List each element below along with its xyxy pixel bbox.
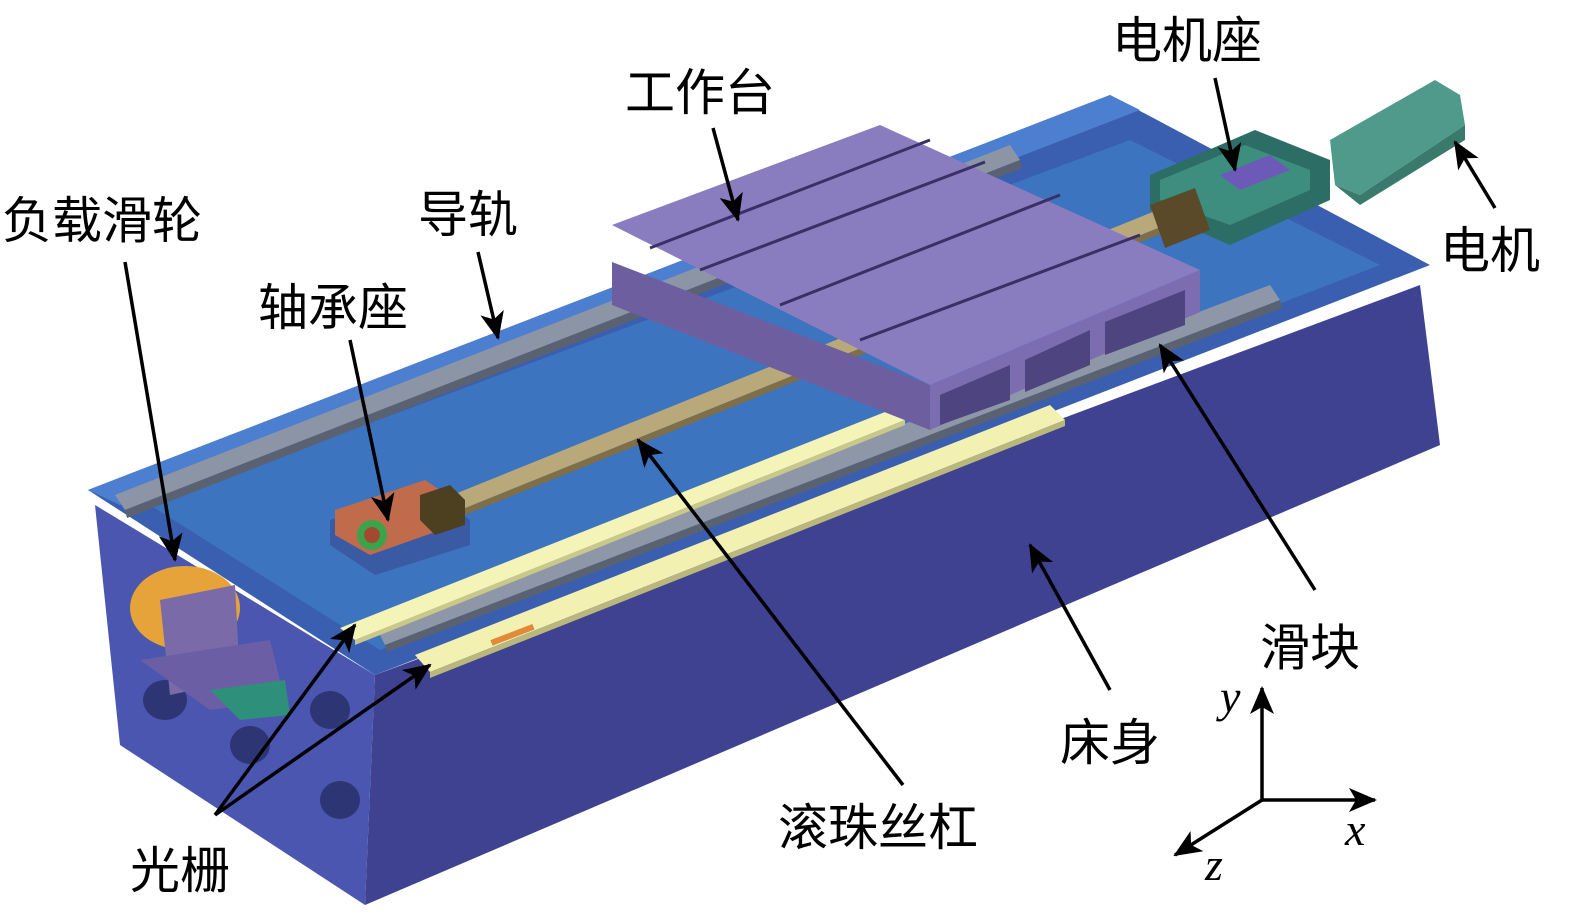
- arrow-motor: [1453, 140, 1497, 209]
- workbench: [612, 125, 1200, 430]
- bed-hole: [320, 781, 360, 819]
- bearing-seat: [330, 480, 470, 575]
- label-bed: 床身: [1060, 714, 1160, 772]
- label-ball-screw: 滚珠丝杠: [778, 799, 978, 857]
- axis-z-label: z: [1204, 839, 1223, 890]
- motor-seat-assembly: [1150, 130, 1330, 248]
- arrow-guide-rail: [476, 251, 504, 340]
- arrow-grating-1: [213, 623, 357, 817]
- label-motor-seat: 电机座: [1112, 12, 1262, 70]
- arrow-motor-seat: [1213, 77, 1242, 172]
- label-bearing-seat: 轴承座: [258, 279, 408, 337]
- arrow-grating-2: [213, 663, 432, 817]
- arrow-bearing-seat: [348, 339, 395, 522]
- arrow-load-pulley: [123, 261, 183, 562]
- grating-scale-lower: [415, 405, 1065, 678]
- label-guide-rail: 导轨: [418, 186, 518, 244]
- bed-hole: [310, 691, 350, 729]
- axis-x-label: x: [1344, 804, 1366, 855]
- grating-scale-upper: [340, 410, 905, 645]
- label-motor: 电机: [1440, 222, 1540, 280]
- labels: 工作台 电机座 电机 负载滑轮 导轨 轴承座 滑块 床身 滚珠丝杠 光栅: [2, 12, 1540, 900]
- load-pulley: [130, 566, 290, 720]
- arrow-bed: [1028, 543, 1112, 691]
- coordinate-axes: y x z: [1173, 671, 1377, 890]
- label-slider: 滑块: [1260, 619, 1360, 677]
- label-load-pulley: 负载滑轮: [2, 192, 202, 250]
- arrow-ball-screw: [636, 438, 905, 787]
- label-workbench: 工作台: [625, 64, 775, 122]
- label-grating: 光栅: [130, 842, 230, 900]
- callout-arrows: [123, 77, 1497, 817]
- motor: [1330, 80, 1465, 205]
- bed-front-face: [365, 285, 1440, 905]
- arrow-slider: [1158, 343, 1317, 591]
- arrow-workbench: [711, 127, 743, 222]
- axis-y-label: y: [1216, 671, 1241, 722]
- bed-hole: [230, 726, 270, 764]
